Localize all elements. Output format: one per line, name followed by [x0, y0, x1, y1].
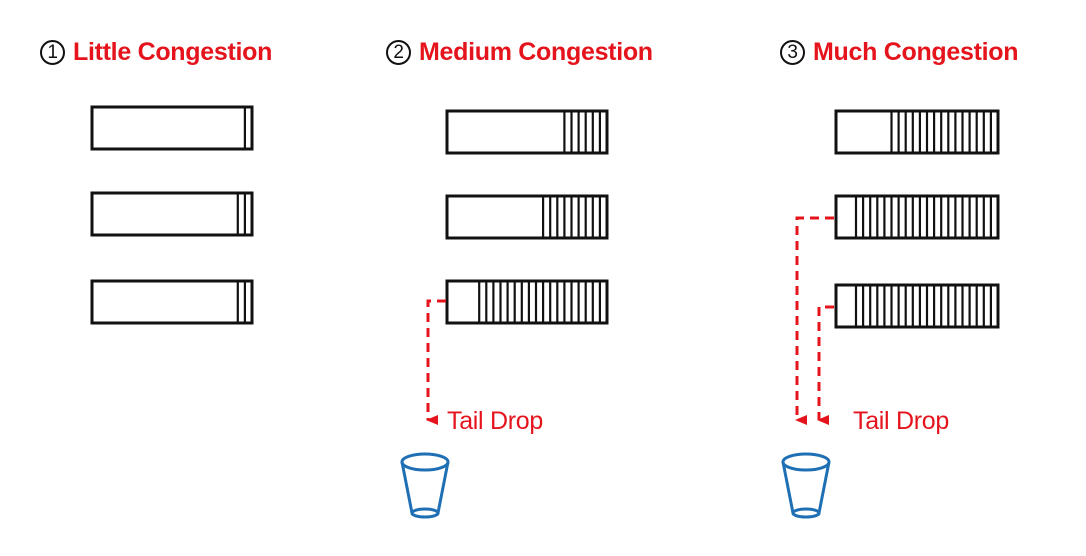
- scenario-3-heading: 3 Much Congestion: [780, 38, 1019, 67]
- queue-2-3: [445, 279, 609, 325]
- scenario-2-bucket-icon: [400, 452, 450, 519]
- scenario-2-drop-arrow: [426, 299, 446, 425]
- scenario-3-drop-arrow-2: [817, 305, 834, 425]
- queue-2-1: [445, 109, 609, 155]
- queue-3-2: [834, 194, 1000, 240]
- queue-1-2: [90, 191, 254, 237]
- scenario-1-heading: 1 Little Congestion: [40, 38, 272, 67]
- scenario-2-title: Medium Congestion: [419, 38, 653, 66]
- scenario-3-tail-drop-label: Tail Drop: [853, 407, 949, 435]
- scenario-2-tail-drop-label: Tail Drop: [447, 407, 543, 435]
- scenario-3-number: 3: [780, 40, 805, 65]
- queue-2-2: [445, 194, 609, 240]
- scenario-1-number: 1: [40, 40, 65, 65]
- scenario-2-number: 2: [386, 40, 411, 65]
- queue-1-1: [90, 105, 254, 151]
- queue-3-1: [834, 109, 1000, 155]
- scenario-3-title: Much Congestion: [813, 38, 1019, 66]
- queue-3-3: [834, 283, 1000, 329]
- scenario-3-bucket-icon: [781, 452, 831, 519]
- scenario-3-drop-arrow-1: [795, 216, 834, 425]
- queue-1-3: [90, 279, 254, 325]
- scenario-2-heading: 2 Medium Congestion: [386, 38, 653, 67]
- scenario-1-title: Little Congestion: [73, 38, 273, 66]
